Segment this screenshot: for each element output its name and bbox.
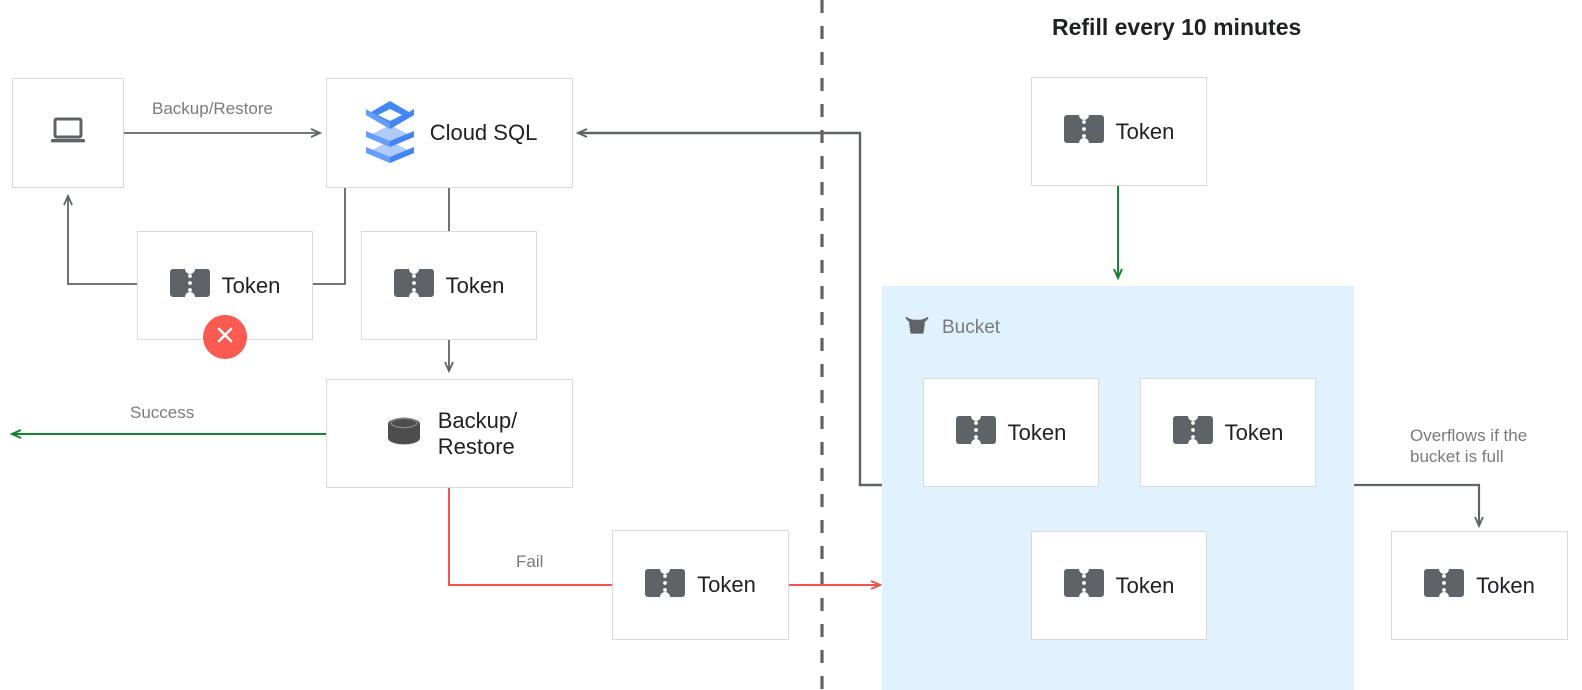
edge-token-client-to-client (68, 196, 137, 285)
node-token-sql[interactable]: Token (361, 231, 537, 340)
token-icon (169, 266, 210, 305)
token-icon (1063, 566, 1104, 605)
node-label: Token (1007, 419, 1067, 445)
token-icon (955, 413, 996, 452)
bucket-header: Bucket (902, 310, 1000, 345)
edge-label-success: Success (130, 403, 195, 422)
node-label: Cloud SQL (429, 120, 538, 146)
bucket-label: Bucket (942, 316, 1001, 338)
edge-bucket-overflow (1354, 483, 1479, 526)
node-backup-restore[interactable]: Backup/ Restore (326, 379, 573, 488)
node-label: Token (1115, 572, 1175, 598)
node-label: Token (1115, 118, 1175, 144)
token-icon (393, 266, 434, 305)
page-title: Refill every 10 minutes (1052, 14, 1302, 40)
node-label: Token (221, 272, 281, 298)
edge-cloudsql-to-token-client (313, 188, 346, 285)
node-token-bucket-2[interactable]: Token (1140, 378, 1316, 487)
edge-label-fail: Fail (516, 552, 544, 571)
node-token-bucket-3[interactable]: Token (1031, 531, 1207, 640)
cloud-sql-icon (362, 99, 418, 168)
edge-label-overflow: Overflows if the bucket is full (1410, 426, 1528, 467)
status-badge-fail (203, 315, 247, 359)
node-label: Token (697, 572, 756, 598)
database-icon (382, 412, 426, 455)
node-token-bucket-1[interactable]: Token (923, 378, 1099, 487)
node-token-fail[interactable]: Token (612, 530, 789, 640)
token-icon (1424, 566, 1465, 605)
node-label: Token (1224, 419, 1284, 445)
node-token-refill[interactable]: Token (1031, 77, 1207, 186)
node-client[interactable] (12, 78, 124, 188)
edge-label-backup-restore: Backup/Restore (152, 99, 273, 118)
node-cloud-sql[interactable]: Cloud SQL (326, 78, 573, 188)
token-icon (645, 566, 686, 605)
node-token-overflow[interactable]: Token (1391, 531, 1568, 640)
token-icon (1172, 413, 1213, 452)
token-icon (1063, 112, 1104, 151)
error-x-icon (214, 324, 236, 351)
node-label: Backup/ Restore (437, 407, 518, 459)
node-label: Token (1476, 572, 1535, 598)
edge-bucket-to-cloudsql (578, 133, 882, 487)
bucket-icon (902, 310, 932, 345)
node-label: Token (445, 272, 505, 298)
laptop-icon (47, 114, 89, 153)
